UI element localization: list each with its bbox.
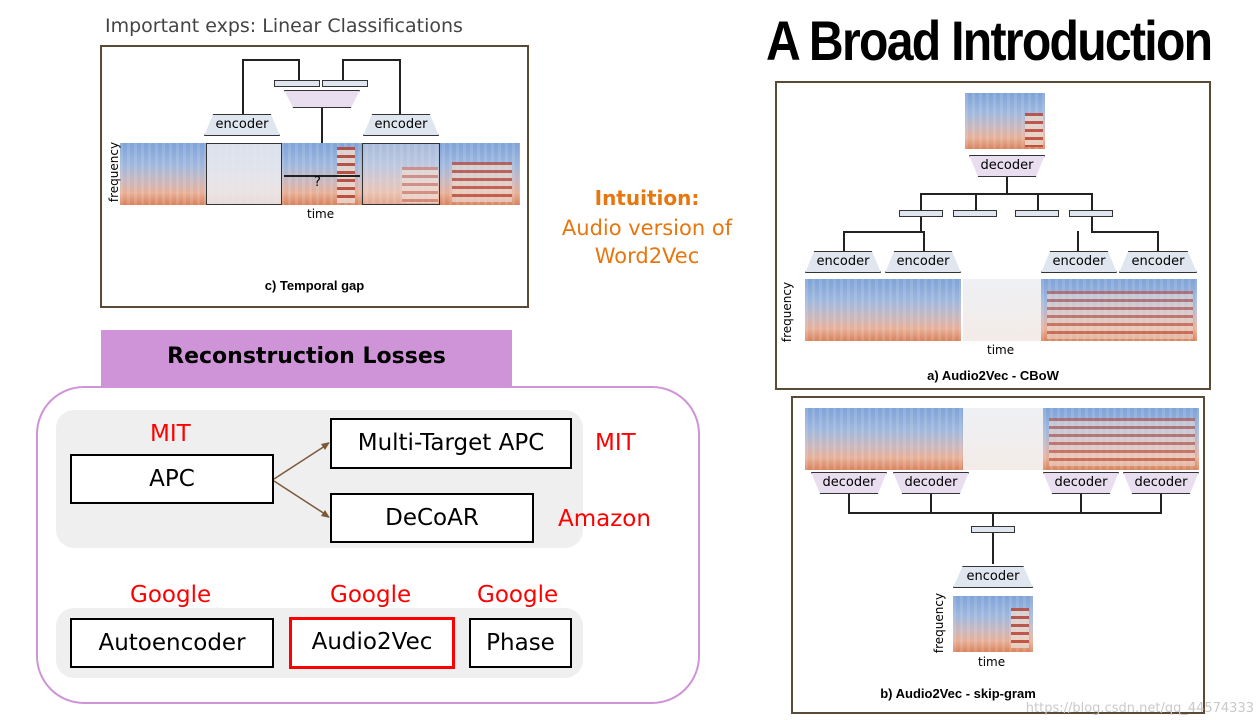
frequency-axis-label: frequency	[932, 592, 947, 654]
figure-temporal-gap: encoder encoder ? frequency time c) Temp…	[100, 45, 529, 308]
gap-arrow	[284, 175, 360, 177]
connector-line	[399, 59, 401, 127]
time-axis-label: time	[978, 655, 1006, 669]
encoder-block: encoder	[953, 566, 1033, 588]
connector-line	[930, 494, 932, 514]
context-window-left	[206, 143, 282, 205]
decoar-box: DeCoAR	[330, 493, 534, 543]
gap-question-mark: ?	[314, 175, 321, 190]
embedding-bar	[971, 526, 1015, 533]
slide-title: A Broad Introduction	[766, 9, 1213, 72]
reconstruction-losses-header: Reconstruction Losses	[101, 330, 512, 387]
figure-caption: b) Audio2Vec - skip-gram	[880, 686, 1036, 701]
connector-line	[920, 217, 922, 233]
embedding-bar	[899, 210, 943, 217]
multi-target-apc-org-label: MIT	[595, 430, 636, 456]
apc-branch-arrows	[273, 442, 330, 518]
connector-line	[1037, 193, 1039, 213]
slide-subtitle: Important exps: Linear Classifications	[105, 15, 463, 37]
spectrogram-energy	[402, 167, 438, 203]
context-spectrogram	[805, 279, 961, 341]
autoencoder-org-label: Google	[130, 582, 212, 608]
embedding-bar	[1015, 210, 1059, 217]
connector-line	[920, 193, 922, 213]
connector-line	[1006, 177, 1008, 193]
apc-box: APC	[70, 454, 274, 504]
context-window-right	[362, 143, 440, 205]
figure-audio2vec-cbow: decoder encoder encoder encoder encoder …	[775, 81, 1211, 390]
multi-target-apc-box: Multi-Target APC	[330, 418, 572, 469]
encoder-block-left: encoder	[204, 114, 280, 136]
connector-line	[298, 59, 300, 83]
connector-line	[923, 231, 925, 251]
arrow-to-multi-target	[273, 443, 329, 480]
connector-line	[1091, 231, 1159, 233]
arrow-to-decoar	[273, 480, 329, 517]
decoder-block: decoder	[893, 472, 969, 494]
connector-line	[1077, 231, 1079, 251]
masked-target-segment	[963, 279, 1041, 341]
encoder-block: encoder	[1119, 251, 1197, 273]
embedding-bar	[274, 80, 320, 87]
connector-line	[242, 59, 298, 61]
frequency-axis-label: frequency	[107, 141, 122, 203]
intuition-label: Intuition:	[594, 186, 700, 210]
connector-line	[848, 512, 1162, 514]
connector-line	[1091, 193, 1093, 213]
encoder-block: encoder	[805, 251, 881, 273]
intuition-line-1: Audio version of	[561, 216, 733, 240]
decoder-block: decoder	[969, 155, 1045, 177]
phase-org-label: Google	[477, 582, 559, 608]
decoder-block: decoder	[811, 472, 887, 494]
decoar-org-label: Amazon	[558, 506, 651, 532]
apc-org-label: MIT	[150, 421, 191, 447]
connector-line	[975, 193, 977, 213]
phase-box: Phase	[469, 618, 572, 668]
figure-audio2vec-skipgram: decoder decoder decoder decoder encoder …	[791, 396, 1205, 714]
connector-line	[920, 193, 1092, 195]
connector-line	[992, 512, 994, 564]
audio2vec-box-highlighted: Audio2Vec	[289, 617, 455, 669]
connector-line	[1160, 494, 1162, 514]
figure-caption: a) Audio2Vec - CBoW	[927, 368, 1059, 383]
spectrogram-energy	[1049, 418, 1195, 466]
time-axis-label: time	[987, 343, 1015, 357]
spectrogram-energy	[452, 162, 512, 202]
intuition-line-2: Word2Vec	[594, 244, 700, 268]
audio2vec-org-label: Google	[330, 582, 412, 608]
connector-line	[1157, 231, 1159, 251]
combiner-block	[284, 90, 360, 108]
figure-caption: c) Temporal gap	[264, 278, 365, 293]
spectrogram-energy	[1047, 291, 1193, 339]
spectrogram-energy	[1011, 608, 1029, 648]
connector-line	[848, 494, 850, 514]
connector-line	[242, 59, 244, 127]
decoder-block: decoder	[1123, 472, 1199, 494]
decoder-block: decoder	[1043, 472, 1119, 494]
connector-line	[342, 59, 400, 61]
masked-target-segment	[963, 408, 1043, 470]
connector-line	[342, 59, 344, 83]
encoder-block: encoder	[885, 251, 961, 273]
encoder-block: encoder	[1041, 251, 1117, 273]
embedding-bar	[1069, 210, 1113, 217]
autoencoder-box: Autoencoder	[70, 618, 274, 668]
arrowhead	[321, 510, 330, 518]
encoder-block-right: encoder	[363, 114, 439, 136]
frequency-axis-label: frequency	[780, 281, 795, 343]
connector-line	[1080, 494, 1082, 514]
embedding-bar	[322, 80, 368, 87]
watermark: https://blog.csdn.net/qq_44574333	[1025, 701, 1254, 716]
embedding-bar	[953, 210, 997, 217]
context-spectrogram	[805, 408, 963, 470]
time-axis-label: time	[307, 207, 335, 221]
spectrogram-energy	[1025, 113, 1043, 147]
connector-line	[843, 231, 923, 233]
connector-line	[843, 231, 845, 251]
connector-line	[1091, 217, 1093, 233]
arrowhead	[321, 442, 330, 450]
